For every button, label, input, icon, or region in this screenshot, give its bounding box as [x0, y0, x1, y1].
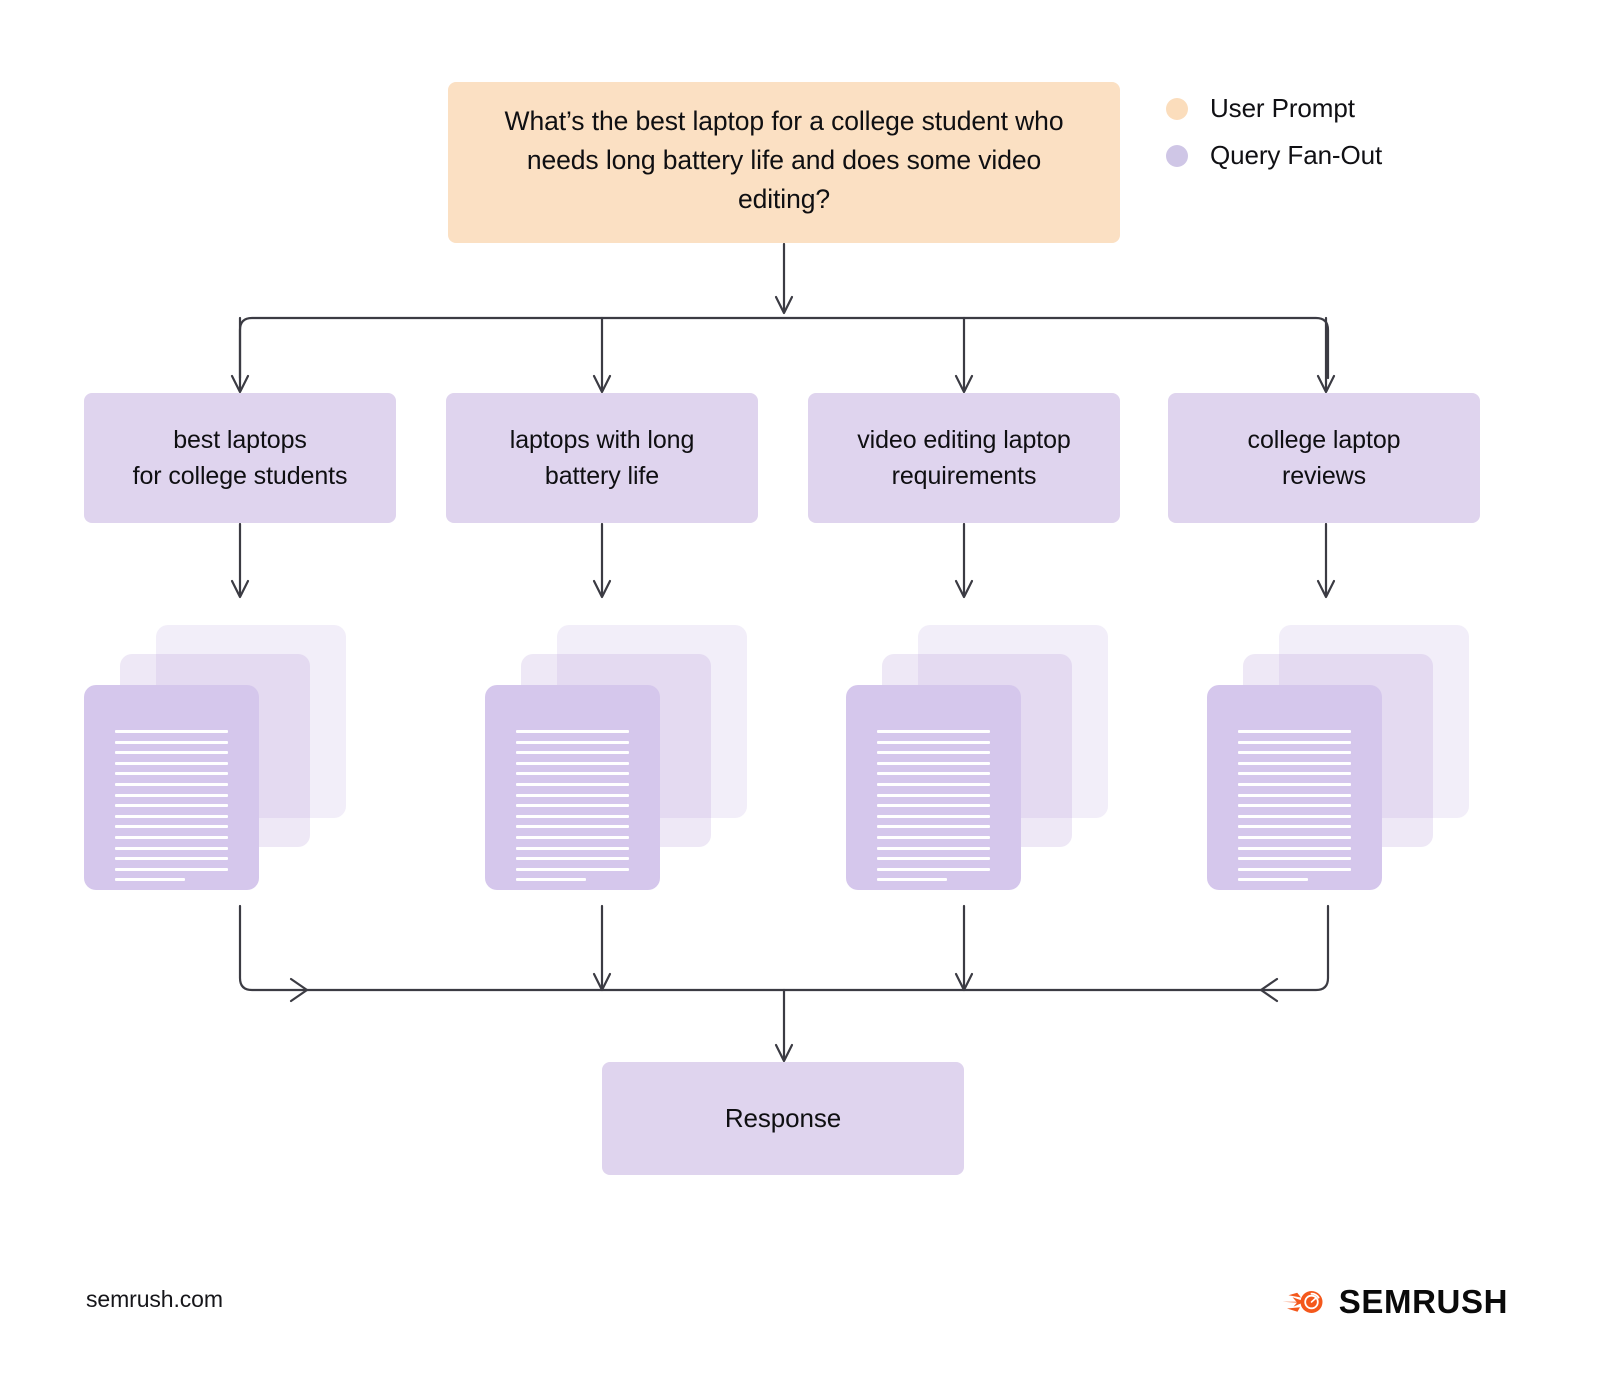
document-text-lines — [516, 730, 629, 889]
document-stack-1 — [485, 625, 757, 890]
document-text-lines — [115, 730, 228, 889]
response-box: Response — [602, 1062, 964, 1175]
wire-fanout-bus — [238, 316, 1330, 380]
wire-merge-bus — [238, 904, 1330, 992]
document-text-lines — [1238, 730, 1351, 889]
query-box-1-line2: battery life — [544, 462, 660, 490]
query-box-1: laptops with long battery life — [446, 393, 758, 523]
semrush-logo: SEMRUSH — [1281, 1281, 1508, 1323]
arrowhead-query-doc-3 — [1316, 579, 1336, 599]
document-stack-3 — [1207, 625, 1479, 890]
user-prompt-box: What’s the best laptop for a college stu… — [448, 82, 1120, 243]
query-box-0-line2: for college students — [132, 462, 348, 490]
arrowhead-drop-3 — [1316, 374, 1336, 394]
site-url: semrush.com — [86, 1286, 223, 1312]
query-box-0-text: best laptops for college students — [133, 422, 348, 495]
document-card-front-icon — [1207, 685, 1382, 890]
query-box-2: video editing laptop requirements — [808, 393, 1120, 523]
document-text-lines — [877, 730, 990, 889]
document-stack-0 — [84, 625, 356, 890]
document-card-front-icon — [84, 685, 259, 890]
semrush-wordmark: SEMRUSH — [1338, 1283, 1508, 1320]
arrowhead-query-doc-0 — [230, 579, 250, 599]
arrowhead-query-doc-1 — [592, 579, 612, 599]
arrowhead-drop-0 — [230, 374, 250, 394]
query-box-1-text: laptops with long battery life — [510, 422, 695, 495]
arrowhead-query-doc-2 — [954, 579, 974, 599]
document-card-front-icon — [485, 685, 660, 890]
query-box-0-line1: best laptops — [173, 425, 307, 454]
query-box-2-line2: requirements — [891, 462, 1037, 490]
legend-label-query-fan-out: Query Fan-Out — [1210, 140, 1383, 170]
arrowhead-doc-merge-1 — [592, 972, 612, 992]
legend-dot-icon — [1166, 97, 1188, 120]
legend: User Prompt Query Fan-Out — [1166, 85, 1466, 179]
arrowhead-prompt-bus — [774, 295, 794, 315]
query-box-2-line1: video editing laptop — [857, 425, 1071, 454]
legend-dot-icon — [1166, 144, 1188, 167]
legend-item-user-prompt: User Prompt — [1166, 85, 1466, 132]
query-box-2-text: video editing laptop requirements — [857, 422, 1071, 495]
arrowhead-doc-merge-2 — [954, 972, 974, 992]
query-box-0: best laptops for college students — [84, 393, 396, 523]
document-card-front-icon — [846, 685, 1021, 890]
arrowhead-drop-2 — [954, 374, 974, 394]
legend-label-user-prompt: User Prompt — [1210, 93, 1355, 123]
arrowhead-drop-1 — [592, 374, 612, 394]
arrowhead-merge-right — [1259, 977, 1279, 1003]
query-box-3-text: college laptop reviews — [1248, 422, 1401, 495]
query-box-1-line1: laptops with long — [509, 425, 695, 454]
user-prompt-text: What’s the best laptop for a college stu… — [504, 106, 1064, 214]
document-stack-2 — [846, 625, 1118, 890]
legend-item-query-fan-out: Query Fan-Out — [1166, 132, 1466, 179]
query-box-3-line2: reviews — [1281, 462, 1367, 490]
query-box-3-line1: college laptop — [1247, 425, 1401, 454]
semrush-comet-icon — [1282, 1291, 1323, 1313]
response-label: Response — [724, 1103, 842, 1133]
query-box-3: college laptop reviews — [1168, 393, 1480, 523]
arrowhead-response — [774, 1043, 794, 1063]
arrowhead-merge-left — [289, 977, 309, 1003]
